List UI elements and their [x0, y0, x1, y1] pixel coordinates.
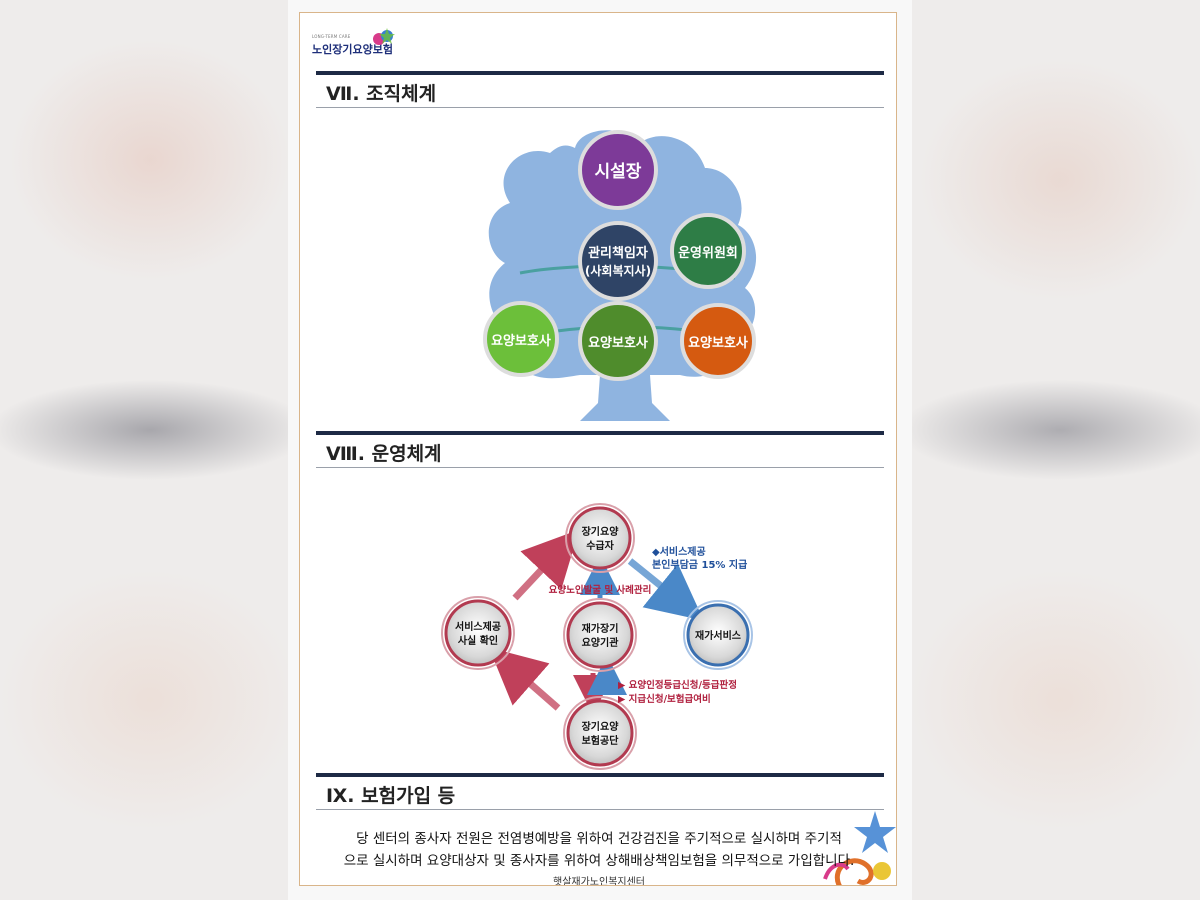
node-recipient: 장기요양 수급자	[565, 503, 635, 573]
flow-label-grade-request: ▶ 요양인정등급신청/등급판정	[618, 679, 737, 691]
node-corporation-label-1: 장기요양	[582, 720, 620, 733]
node-confirm-label-2: 사실 확인	[458, 634, 498, 647]
node-manager: 관리책임자 (사회복지사)	[578, 221, 658, 301]
node-committee: 운영위원회	[670, 213, 746, 289]
node-caregiver-right-label: 요양보호사	[688, 335, 748, 351]
arrow-left-to-top	[512, 529, 580, 601]
node-home-service-label: 재가서비스	[695, 629, 741, 642]
corner-decoration-icon	[823, 811, 896, 885]
node-agency-label-2: 요양기관	[582, 636, 620, 649]
org-chart: 시설장 관리책임자 (사회복지사) 운영위원회 요양보호사 요양보호사 요양보호…	[483, 130, 757, 421]
insurance-text-line-1: 당 센터의 종사자 전원은 전염병예방을 위하여 건강검진을 주기적으로 실시하…	[356, 831, 842, 847]
node-agency: 재가장기 요양기관	[563, 598, 637, 672]
footer-center-name: 햇살재가노인복지센터	[553, 877, 645, 886]
node-confirm: 서비스제공 사실 확인	[441, 596, 515, 670]
section-ops-header: Ⅷ. 운영체계	[316, 431, 884, 468]
node-head: 시설장	[578, 130, 658, 210]
flow-label-payment-request: ▶ 지급신청/보험급여비	[618, 693, 711, 705]
section-head: Ⅸ. 보험가입 등	[316, 777, 884, 810]
flow-label-service-1: ◆서비스제공	[652, 545, 706, 558]
node-corporation-label-2: 보험공단	[582, 734, 620, 747]
section-head: Ⅷ. 운영체계	[316, 435, 884, 468]
node-committee-label: 운영위원회	[678, 245, 738, 261]
node-manager-label-2: (사회복지사)	[585, 263, 651, 278]
logo: LONG-TERM CARE 노인장기요양보험	[310, 27, 400, 61]
node-recipient-label-2: 수급자	[586, 539, 614, 552]
flow-label-service-2: 본인부담금 15% 지급	[652, 558, 747, 571]
node-head-label: 시설장	[595, 162, 642, 182]
flow-label-case-management: 요양노인발굴 및 사례관리	[549, 584, 652, 596]
node-confirm-label-1: 서비스제공	[455, 620, 501, 633]
logo-star-icon	[373, 28, 395, 45]
operation-flow-chart: 장기요양 수급자 서비스제공 사실 확인 재가장기 요양기관 재가서비스 장기요…	[441, 503, 753, 770]
insurance-text-line-2: 으로 실시하며 요양대상자 및 종사자를 위하여 상해배상책임보험을 의무적으로…	[343, 853, 855, 869]
node-manager-label-1: 관리책임자	[588, 245, 648, 261]
section-title: Ⅶ. 조직체계	[326, 83, 437, 105]
node-caregiver-left: 요양보호사	[483, 301, 559, 377]
section-insurance-header: Ⅸ. 보험가입 등	[316, 773, 884, 810]
arrow-bottom-to-left	[488, 647, 561, 711]
node-caregiver-center: 요양보호사	[578, 301, 658, 381]
section-bar	[316, 773, 884, 777]
node-recipient-label-1: 장기요양	[582, 525, 620, 538]
section-bar	[316, 71, 884, 75]
section-org-header: Ⅶ. 조직체계	[316, 71, 884, 108]
document-page: LONG-TERM CARE 노인장기요양보험 Ⅶ. 조직체계 시설장 관리책임…	[299, 12, 897, 886]
section-bar	[316, 431, 884, 435]
section-head: Ⅶ. 조직체계	[316, 75, 884, 108]
node-caregiver-center-label: 요양보호사	[588, 335, 648, 351]
logo-main-text: 노인장기요양보험	[312, 43, 393, 56]
section-title: Ⅸ. 보험가입 등	[326, 785, 456, 807]
node-caregiver-left-label: 요양보호사	[491, 333, 551, 349]
node-home-service: 재가서비스	[683, 600, 753, 670]
logo-small-text: LONG-TERM CARE	[312, 34, 351, 39]
arrow-top-to-right	[627, 558, 704, 621]
node-agency-label-1: 재가장기	[582, 622, 619, 635]
node-corporation: 장기요양 보험공단	[563, 696, 637, 770]
node-caregiver-right: 요양보호사	[680, 303, 756, 379]
section-title: Ⅷ. 운영체계	[326, 443, 442, 465]
